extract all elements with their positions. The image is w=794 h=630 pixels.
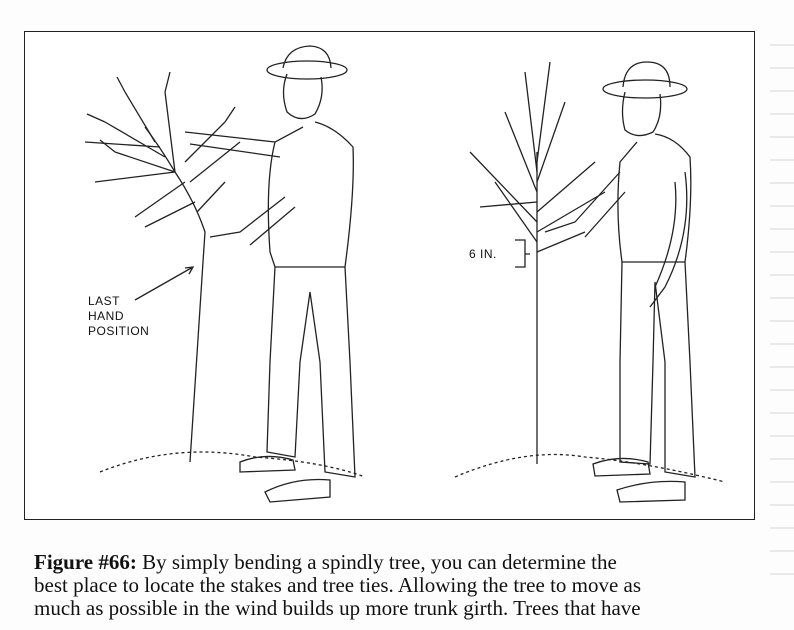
bent-tree-icon bbox=[84, 71, 241, 463]
last-hand-position-label: LAST HAND POSITION bbox=[88, 294, 149, 339]
six-inch-label: 6 IN. bbox=[469, 247, 497, 261]
ground-mound-right bbox=[454, 453, 726, 483]
man-figure-right bbox=[544, 61, 696, 503]
ground-mound-left bbox=[99, 451, 366, 478]
illustration bbox=[84, 45, 726, 503]
caption-line-3: much as possible in the wind builds up m… bbox=[34, 596, 641, 620]
figure-number: Figure #66: bbox=[34, 550, 137, 574]
pointer-arrow bbox=[134, 266, 195, 301]
figure-caption: Figure #66: By simply bending a spindly … bbox=[34, 551, 754, 620]
six-inch-bracket bbox=[515, 239, 530, 268]
facing-page-bleed bbox=[770, 30, 794, 590]
label-line: HAND bbox=[88, 309, 125, 323]
man-figure-left bbox=[184, 45, 356, 503]
illustration-frame: LAST HAND POSITION 6 IN. bbox=[24, 31, 755, 520]
label-line: POSITION bbox=[88, 324, 150, 338]
label-line: LAST bbox=[88, 294, 121, 308]
caption-line-2: best place to locate the stakes and tree… bbox=[34, 573, 642, 597]
straight-tree-icon bbox=[469, 61, 606, 464]
caption-text: By simply bending a spindly tree, you ca… bbox=[136, 550, 617, 574]
caption-line-1: Figure #66: By simply bending a spindly … bbox=[34, 551, 754, 574]
